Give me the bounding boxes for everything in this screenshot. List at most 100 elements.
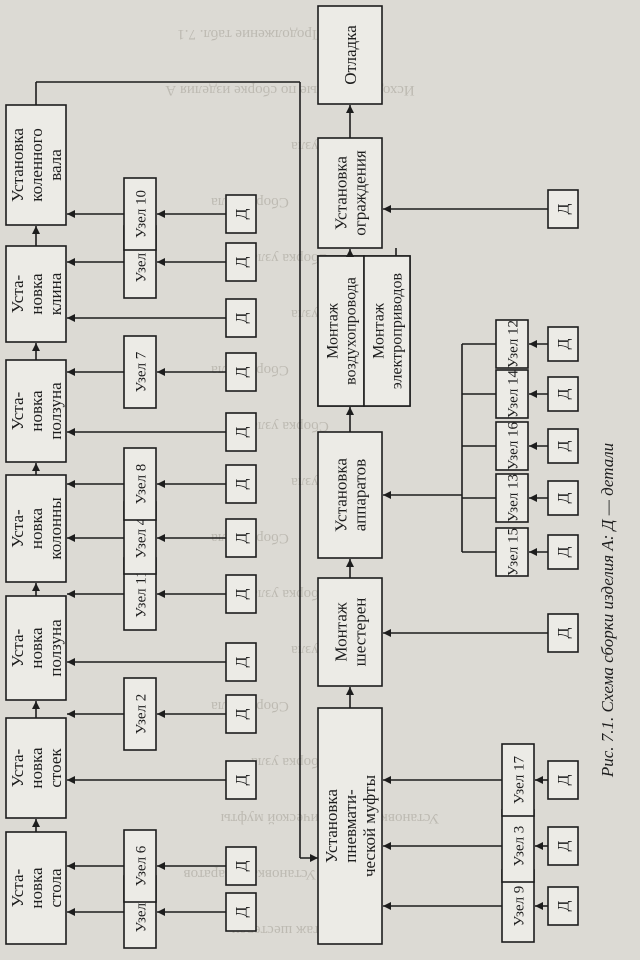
arrowhead	[529, 494, 537, 502]
arrowhead	[32, 226, 40, 234]
part-box-d-42-label: Д	[556, 440, 573, 451]
block-b_otladka: Отладка	[317, 5, 383, 105]
node-uzel-14-frame	[495, 369, 529, 419]
part-box-d-12-label: Д	[234, 208, 251, 219]
part-box-d-2: Д	[225, 760, 257, 800]
block-b_appar-frame	[317, 431, 383, 559]
part-box-d-4-label: Д	[234, 656, 251, 667]
block-b_polz1: Уста-новкаползуна	[5, 595, 67, 701]
part-box-d-44: Д	[547, 326, 579, 362]
part-box-d-50-label: Д	[556, 203, 573, 214]
arrowhead	[157, 908, 165, 916]
arrowhead	[529, 340, 537, 348]
arrowhead	[529, 442, 537, 450]
bleed-through-text: Сборка узла	[251, 418, 329, 434]
part-box-d-7-label: Д	[234, 478, 251, 489]
part-box-d-1-label: Д	[234, 860, 251, 871]
bleed-through-text: Сборка узла	[251, 754, 329, 770]
node-uzel-9-label: Узел 9	[511, 886, 527, 927]
block-b_polz1-label: Уста-новкаползуна	[8, 619, 65, 677]
arrowhead	[32, 583, 40, 591]
bleed-through-text: Сборка узла	[251, 250, 329, 266]
part-box-d-10-label: Д	[234, 312, 251, 323]
arrowhead	[67, 862, 75, 870]
block-b_stol: Уста-новкастола	[5, 831, 67, 945]
node-uzel-16-label: Узел 16	[505, 421, 521, 470]
block-b_val-label: Установкаколенноговала	[8, 128, 65, 202]
arrowhead	[67, 908, 75, 916]
block-b_mufta: Установкапневмати-ческой муфты	[317, 707, 383, 945]
arrowhead	[383, 902, 391, 910]
part-box-d-22-label: Д	[556, 774, 573, 785]
part-box-d-6-label: Д	[234, 532, 251, 543]
arrowhead	[346, 687, 354, 695]
part-box-d-0-label: Д	[234, 906, 251, 917]
node-uzel-17-frame	[501, 743, 535, 817]
arrowhead	[67, 428, 75, 436]
arrowhead	[32, 463, 40, 471]
arrowhead	[32, 701, 40, 709]
part-box-d-2-frame	[225, 760, 257, 800]
block-b_ograzh-label: Установкаограждения	[331, 150, 369, 236]
node-uzel-6-frame	[123, 829, 157, 903]
part-box-d-5-frame	[225, 574, 257, 614]
node-uzel-6: Узел 6	[123, 829, 157, 903]
part-box-d-9-frame	[225, 352, 257, 392]
node-uzel-10: Узел 10	[123, 177, 157, 251]
part-box-d-0: Д	[225, 892, 257, 932]
arrowhead	[157, 534, 165, 542]
block-b_vozd-text-frame	[317, 255, 365, 407]
node-uzel-14: Узел 14	[495, 369, 529, 419]
part-box-d-40: Д	[547, 534, 579, 570]
node-uzel-8: Узел 8	[123, 447, 157, 521]
node-uzel-3-frame	[501, 809, 535, 883]
arrowhead	[535, 842, 543, 850]
part-box-d-30-label: Д	[556, 627, 573, 638]
arrowhead	[67, 314, 75, 322]
node-uzel-10-label: Узел 10	[133, 190, 149, 238]
arrowhead	[32, 343, 40, 351]
part-box-d-3-frame	[225, 694, 257, 734]
part-box-d-50: Д	[547, 189, 579, 229]
bleed-through-text: Продолжение табл. 7.1	[177, 26, 323, 42]
part-box-d-8-label: Д	[234, 426, 251, 437]
block-b_stoek-label: Уста-новкастоек	[8, 747, 65, 789]
part-box-d-41: Д	[547, 480, 579, 516]
arrowhead	[535, 902, 543, 910]
arrowhead	[67, 710, 75, 718]
part-box-d-3: Д	[225, 694, 257, 734]
node-uzel-5-label: Узел 5	[133, 242, 149, 283]
block-b_klin: Уста-новкаклина	[5, 245, 67, 343]
part-box-d-22: Д	[547, 760, 579, 800]
part-box-d-41-frame	[547, 480, 579, 516]
node-uzel-12: Узел 12	[495, 319, 529, 369]
block-b_polz2: Уста-новкаползуна	[5, 359, 67, 463]
arrowhead	[157, 590, 165, 598]
arrowhead	[383, 842, 391, 850]
node-uzel-3: Узел 3	[501, 809, 535, 883]
part-box-d-20: Д	[547, 886, 579, 926]
arrowhead	[529, 548, 537, 556]
part-box-d-1: Д	[225, 846, 257, 886]
arrowhead	[67, 776, 75, 784]
arrowhead	[346, 407, 354, 415]
block-b_kolon-label: Уста-новкаколонны	[8, 497, 65, 560]
arrowhead	[383, 629, 391, 637]
block-b_appar-label: Установкааппаратов	[331, 458, 369, 532]
node-uzel-13: Узел 13	[495, 473, 529, 523]
arrowhead	[383, 491, 391, 499]
block-b_val-frame	[5, 104, 67, 226]
block-b_ograzh-frame	[317, 137, 383, 249]
node-uzel-3-label: Узел 3	[511, 826, 527, 867]
part-box-d-4: Д	[225, 642, 257, 682]
node-uzel-12-label: Узел 12	[505, 320, 521, 368]
part-box-d-30-frame	[547, 613, 579, 653]
part-box-d-6: Д	[225, 518, 257, 558]
block-b_polz2-frame	[5, 359, 67, 463]
node-uzel-12-frame	[495, 319, 529, 369]
part-box-d-4-frame	[225, 642, 257, 682]
arrowhead	[310, 854, 318, 862]
part-box-d-5: Д	[225, 574, 257, 614]
block-b_stol-frame	[5, 831, 67, 945]
part-box-d-5-label: Д	[234, 588, 251, 599]
